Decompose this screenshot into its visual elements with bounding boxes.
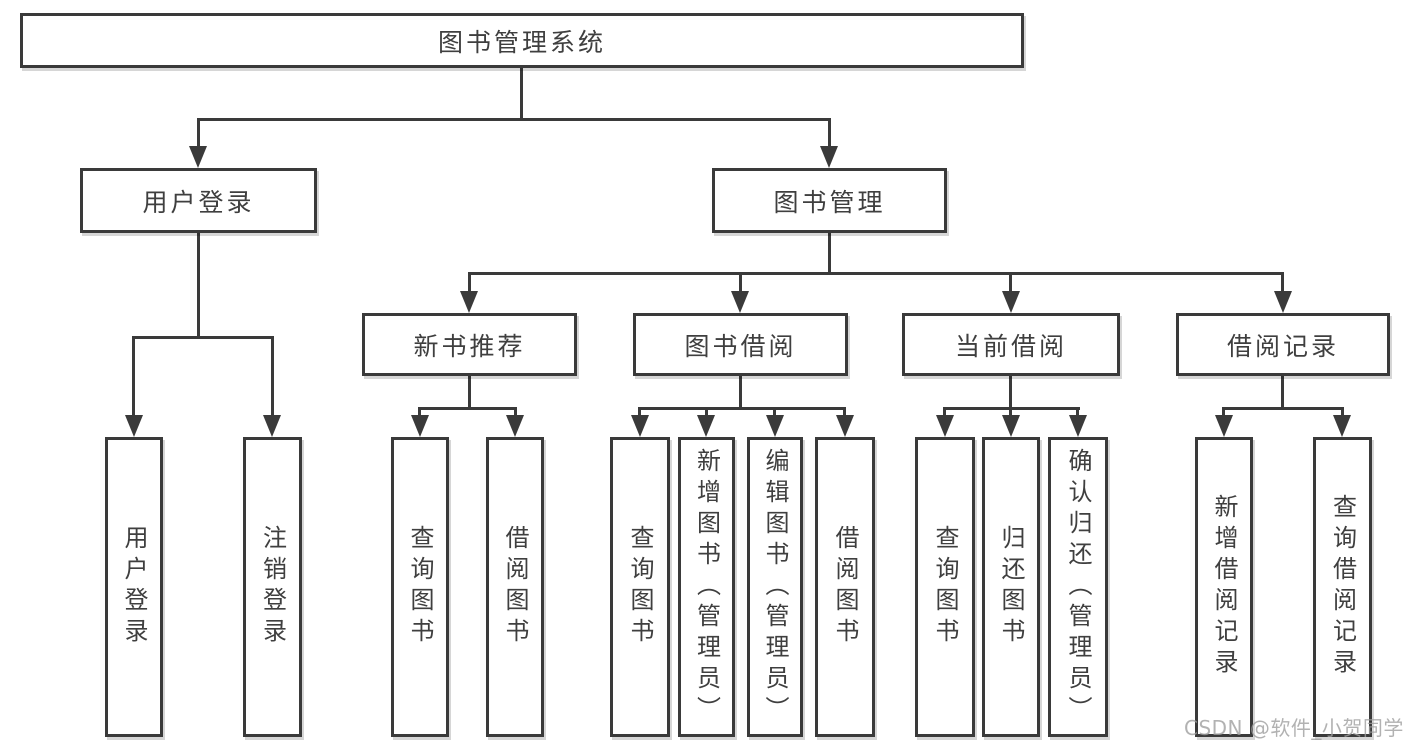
node-label: 查询图书 [626,525,654,649]
node-label: 新书推荐 [413,331,526,361]
connector-arrowhead [1215,415,1233,437]
connector-line [1076,407,1079,417]
leaf-query-books-3: 查询图书 [915,437,975,737]
node-label: 图书借阅 [684,331,797,361]
connector-line [843,407,846,417]
leaf-edit-books-admin: 编辑图书（管理员） [747,437,803,737]
node-label: 新增借阅记录 [1210,494,1238,680]
connector-line [418,407,517,410]
connector-arrowhead [936,415,954,437]
connector-line [1009,272,1012,293]
connector-line [468,376,471,407]
csdn-watermark: CSDN @软件_小贺同学 [1184,716,1404,740]
connector-arrowhead [1333,415,1351,437]
node-current-borrowing: 当前借阅 [902,313,1120,376]
connector-line [468,272,1283,275]
connector-line [705,407,708,417]
connector-line [1009,407,1012,417]
node-label: 用户登录 [120,525,148,649]
connector-line [828,233,831,272]
connector-line [1222,407,1344,410]
node-new-book-recommendation: 新书推荐 [362,313,577,376]
node-book-borrowing: 图书借阅 [633,313,848,376]
node-library-management-system: 图书管理系统 [20,13,1024,68]
connector-arrowhead [1002,415,1020,437]
connector-line [197,233,200,336]
node-label: 借阅图书 [501,525,529,649]
connector-arrowhead [631,415,649,437]
connector-line [514,407,517,417]
node-label: 编辑图书（管理员） [761,447,789,727]
connector-line [638,407,846,410]
node-label: 图书管理系统 [437,27,606,57]
connector-line [638,407,641,417]
connector-line [418,407,421,417]
connector-arrowhead [125,415,143,437]
connector-line [773,407,776,417]
connector-arrowhead [836,415,854,437]
connector-line [739,376,742,407]
leaf-query-books-1: 查询图书 [391,437,449,737]
connector-arrowhead [460,291,478,313]
connector-line [1222,407,1225,417]
leaf-add-borrow-record: 新增借阅记录 [1195,437,1253,737]
connector-line [828,118,831,149]
node-label: 新增图书（管理员） [692,447,721,727]
connector-arrowhead [697,415,715,437]
connector-line [1341,407,1344,417]
leaf-query-borrow-record: 查询借阅记录 [1313,437,1372,737]
connector-line [132,336,274,339]
node-label: 用户登录 [142,187,255,217]
node-label: 归还图书 [997,525,1025,649]
connector-arrowhead [189,146,207,168]
connector-line [468,272,471,293]
node-label: 当前借阅 [954,331,1067,361]
node-label: 借阅记录 [1226,331,1339,361]
connector-arrowhead [1274,291,1292,313]
connector-arrowhead [1069,415,1087,437]
node-borrowing-records: 借阅记录 [1176,313,1390,376]
connector-line [943,407,946,417]
connector-line [739,272,742,293]
node-label: 查询图书 [406,525,434,649]
node-label: 注销登录 [258,525,287,649]
connector-line [197,118,831,121]
connector-line [271,336,274,416]
node-user-login: 用户登录 [80,168,317,233]
leaf-return-books: 归还图书 [982,437,1040,737]
node-label: 查询借阅记录 [1328,494,1357,680]
node-label: 确认归还（管理员） [1064,447,1092,727]
leaf-borrow-books-1: 借阅图书 [486,437,544,737]
connector-arrowhead [263,415,281,437]
connector-arrowhead [731,291,749,313]
connector-arrowhead [506,415,524,437]
leaf-query-books-2: 查询图书 [610,437,670,737]
leaf-borrow-books-2: 借阅图书 [815,437,875,737]
node-label: 图书管理 [773,187,886,217]
connector-arrowhead [820,146,838,168]
connector-line [197,118,200,149]
connector-arrowhead [1002,291,1020,313]
node-book-management: 图书管理 [712,168,947,233]
leaf-add-books-admin: 新增图书（管理员） [678,437,735,737]
connector-line [132,336,135,416]
node-label: 借阅图书 [831,525,859,649]
connector-line [1281,272,1284,293]
leaf-user-login: 用户登录 [105,437,163,737]
node-label: 查询图书 [931,525,959,649]
connector-line [1009,376,1012,407]
connector-line [520,68,523,118]
connector-line [1281,376,1284,407]
leaf-logout: 注销登录 [243,437,302,737]
connector-arrowhead [766,415,784,437]
leaf-confirm-return-admin: 确认归还（管理员） [1048,437,1108,737]
connector-arrowhead [411,415,429,437]
